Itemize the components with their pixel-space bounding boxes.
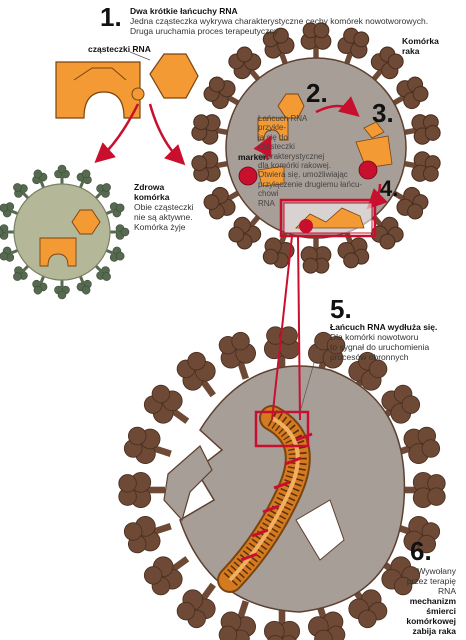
cancer-cell-top	[189, 22, 443, 274]
step1-number: 1.	[100, 2, 122, 32]
step2-number: 2.	[306, 78, 328, 108]
cancer-cell-label-1: Komórka	[402, 36, 439, 46]
step6-line4: zabija raka	[412, 626, 456, 636]
healthy-line1: Obie cząsteczki	[134, 202, 194, 212]
step6-bold1: mechanizm	[409, 596, 456, 606]
step1-text: Dwa krótkie łańcuchy RNA Jedna cząsteczk…	[130, 6, 430, 36]
step1-line1: Jedna cząsteczka wykrywa charakterystycz…	[130, 16, 429, 26]
step6-number: 6.	[410, 536, 432, 566]
step6-line1: Wywołany	[417, 566, 456, 576]
step5-line3: procesów obronnych	[330, 352, 409, 362]
healthy-title-2: komórka	[134, 192, 170, 202]
cancer-cell-bottom	[118, 326, 446, 640]
step6-bold3: komórkowej	[406, 616, 456, 626]
step2-line: chowi	[258, 189, 279, 199]
step2-line: RNA	[258, 198, 275, 208]
healthy-line2: nie są aktywne.	[134, 212, 193, 222]
step6-line3: RNA	[438, 586, 456, 596]
step5-line2: to sygnał do uruchomienia	[330, 342, 430, 352]
step2-line: przykle-	[258, 123, 287, 133]
healthy-cell-text: Zdrowa komórka Obie cząsteczki nie są ak…	[134, 182, 214, 232]
rna-particles-label: cząsteczki RNA	[88, 44, 151, 54]
step1-title: Dwa krótkie łańcuchy RNA	[130, 6, 238, 16]
step2-line: Łańcuch RNA	[258, 114, 308, 123]
step2-line: charakterystycznej	[258, 151, 325, 161]
step2-line: cząsteczki	[258, 142, 295, 152]
step5-title: Łańcuch RNA wydłuża się.	[330, 322, 438, 332]
step6-text: Wywołany przez terapię RNA mechanizm śmi…	[380, 566, 456, 636]
step1-line2: Druga uruchamia proces terapeutyczny	[130, 26, 279, 36]
healthy-line3: Komórka żyje	[134, 222, 186, 232]
rna-molecules	[55, 51, 199, 119]
cancer-cell-label: Komórka raka	[402, 36, 439, 56]
cancer-cell-label-2: raka	[402, 46, 420, 56]
step2-line: ja się do	[258, 132, 288, 142]
step5-number: 5.	[330, 294, 352, 324]
step3-number: 3.	[372, 98, 394, 128]
step4-number: 4.	[380, 176, 399, 201]
step6-bold2: śmierci	[426, 606, 456, 616]
healthy-cell	[0, 164, 130, 300]
step5-line1: Dla komórki nowotworu	[330, 332, 419, 342]
healthy-title-1: Zdrowa	[134, 182, 165, 192]
step2-line: przyłączenie drugiemu łańcu-	[258, 179, 363, 189]
step2-line: Otwiera się, umożliwiając	[258, 170, 348, 180]
arrows-step1	[94, 103, 186, 166]
step5-text: Łańcuch RNA wydłuża się. Dla komórki now…	[330, 322, 460, 362]
marker-label: marker	[238, 152, 267, 162]
step5-highlight	[254, 341, 321, 448]
step2-line: dla komórki rakowej.	[258, 161, 331, 171]
step4-highlight	[271, 198, 377, 421]
step6-line2: przez terapię	[406, 576, 456, 586]
